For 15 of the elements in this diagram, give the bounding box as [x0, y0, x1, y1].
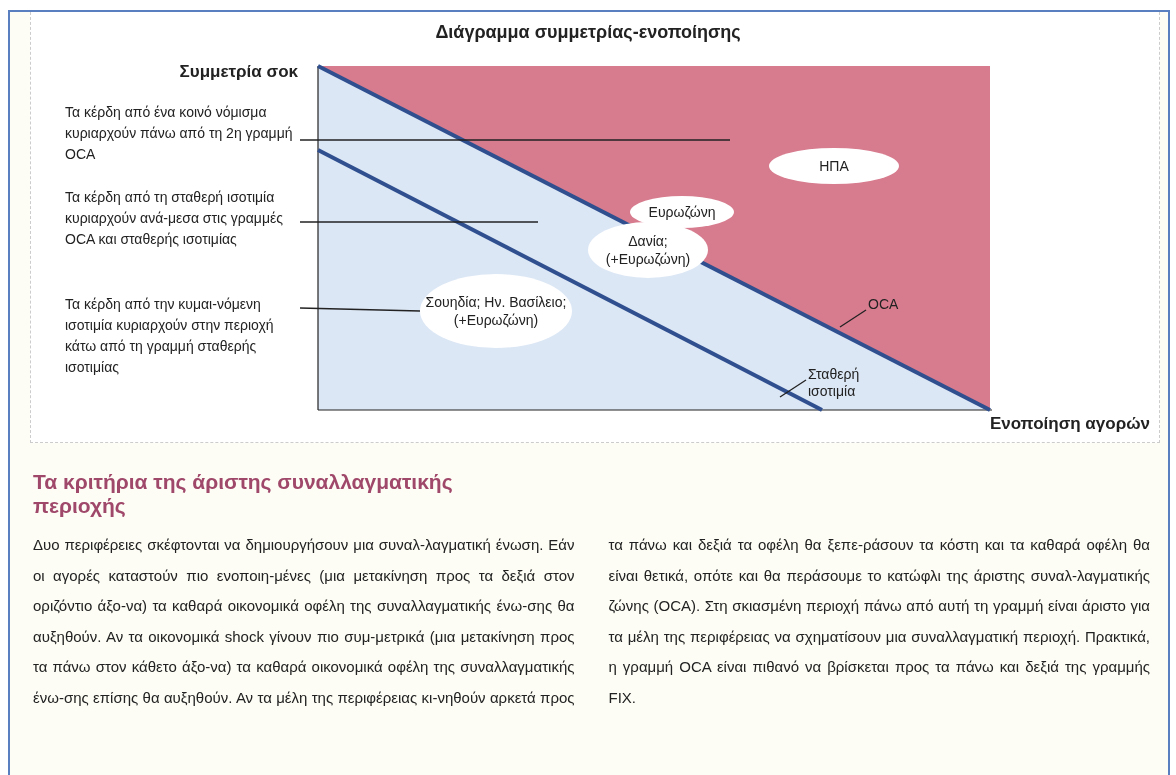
- leader-line: [299, 139, 731, 141]
- leader-line: [839, 309, 867, 328]
- leader-line: [299, 307, 421, 312]
- annotation-text: Τα κέρδη από τη σταθερή ισοτιμία κυριαρχούν ανά-μεσα στις γραμμές OCA και σταθερής ισοτιμίας: [65, 187, 300, 250]
- leader-line: [779, 379, 807, 398]
- leader-line: [299, 221, 539, 223]
- diagram-title: Διάγραμμα συμμετρίας-ενοποίησης: [435, 22, 741, 42]
- line-label: Σταθερή ισοτιμία: [808, 366, 868, 400]
- section-heading: Τα κριτήρια της άριστης συναλλαγματικής περιοχής: [33, 470, 453, 518]
- line-label: OCA: [868, 296, 899, 313]
- body-paragraph: Δυο περιφέρειες σκέφτονται να δημιουργήσουν μια συναλ-λαγματική ένωση. Εάν οι αγορές καταστούν πιο ενοποιη-μένες (μια μετακίνηση προς τα δεξιά στον οριζόντιο άξο-να) τα καθαρά οικονομικά οφέλη της συναλλαγματικής ένω-σης θα αυξηθούν. Αν τα οικονομικά shock γίνουν πιο συμ-μετρικά (μια μετακίνηση προς τα πάνω στον κάθετο άξο-να) τα καθαρά οικονομικά οφέλη της συναλλαγματικής ένω-σης επίσης θα αυξηθούν. Αν τα μέλη της περιφέρειας κι-νηθούν αρκετά προς τα πάνω και δεξιά τα οφέλη θα ξεπε-ράσουν τα κόστη και τα καθαρά οφέλη θα είναι θετικά, οπότε και θα περάσουμε το κατώφλι της άριστης συναλ-λαγματικής ζώνης (OCA). Στη σκιασμένη περιοχή πάνω από αυτή τη γραμμή είναι άριστο για τα μέλη της περιφέρειας να σχηματίσουν μια συναλλαγματική περιοχή. Πρακτικά, η γραμμή OCA είναι πιθανό να βρίσκεται προς τα πάνω και δεξιά της γραμμής FIX.: [33, 535, 1150, 708]
- annotation-text: Τα κέρδη από ένα κοινό νόμισμα κυριαρχούν πάνω από τη 2η γραμμή OCA: [65, 102, 300, 165]
- annotation-text: Τα κέρδη από την κυμαι-νόμενη ισοτιμία κυριαρχούν στην περιοχή κάτω από τη γραμμή σταθερής ισοτιμίας: [65, 294, 300, 378]
- axis-label: Ενοποίηση αγορών: [988, 414, 1150, 434]
- axis-label: Συμμετρία σοκ: [178, 62, 298, 82]
